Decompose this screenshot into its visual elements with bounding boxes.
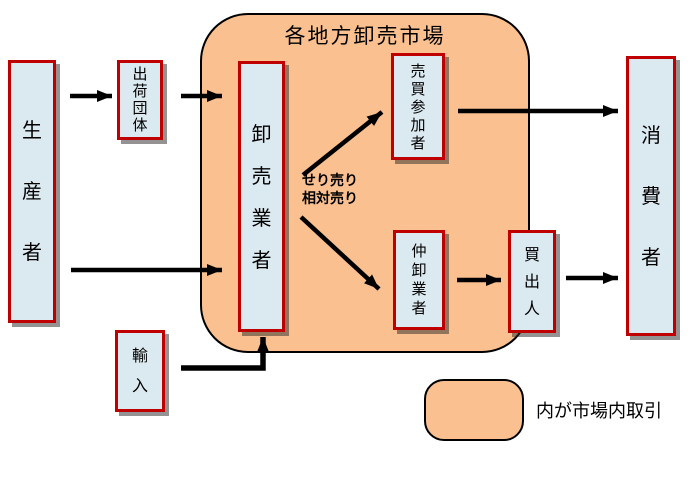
node-trading-participant-label: 売買参加者: [410, 61, 426, 152]
market-title: 各地方卸売市場: [284, 24, 446, 48]
legend-label: 内が市場内取引: [536, 401, 662, 422]
node-consumer-label: 消費者: [641, 122, 661, 269]
node-import-label: 輸入: [131, 346, 148, 395]
node-consumer: 消費者: [626, 56, 676, 336]
node-intermediate-wholesaler-label: 仲卸業者: [411, 242, 427, 317]
node-buyer: 買出人: [508, 230, 556, 333]
sale-method-line1: せり売り: [302, 173, 358, 189]
sale-method-note: せり売り 相対売り: [302, 172, 358, 208]
sale-method-line2: 相対売り: [302, 191, 358, 207]
node-producer-label: 生産者: [22, 118, 42, 264]
node-wholesaler: 卸売業者: [238, 61, 285, 332]
node-import: 輸入: [115, 330, 165, 412]
node-shipping-org-label: 出荷団体: [132, 65, 148, 134]
node-intermediate-wholesaler: 仲卸業者: [393, 230, 445, 330]
node-buyer-label: 買出人: [523, 245, 540, 318]
node-shipping-org: 出荷団体: [117, 60, 163, 140]
legend-swatch: [424, 379, 524, 441]
node-wholesaler-label: 卸売業者: [251, 121, 272, 272]
node-producer: 生産者: [8, 60, 56, 323]
node-trading-participant: 売買参加者: [391, 53, 445, 160]
